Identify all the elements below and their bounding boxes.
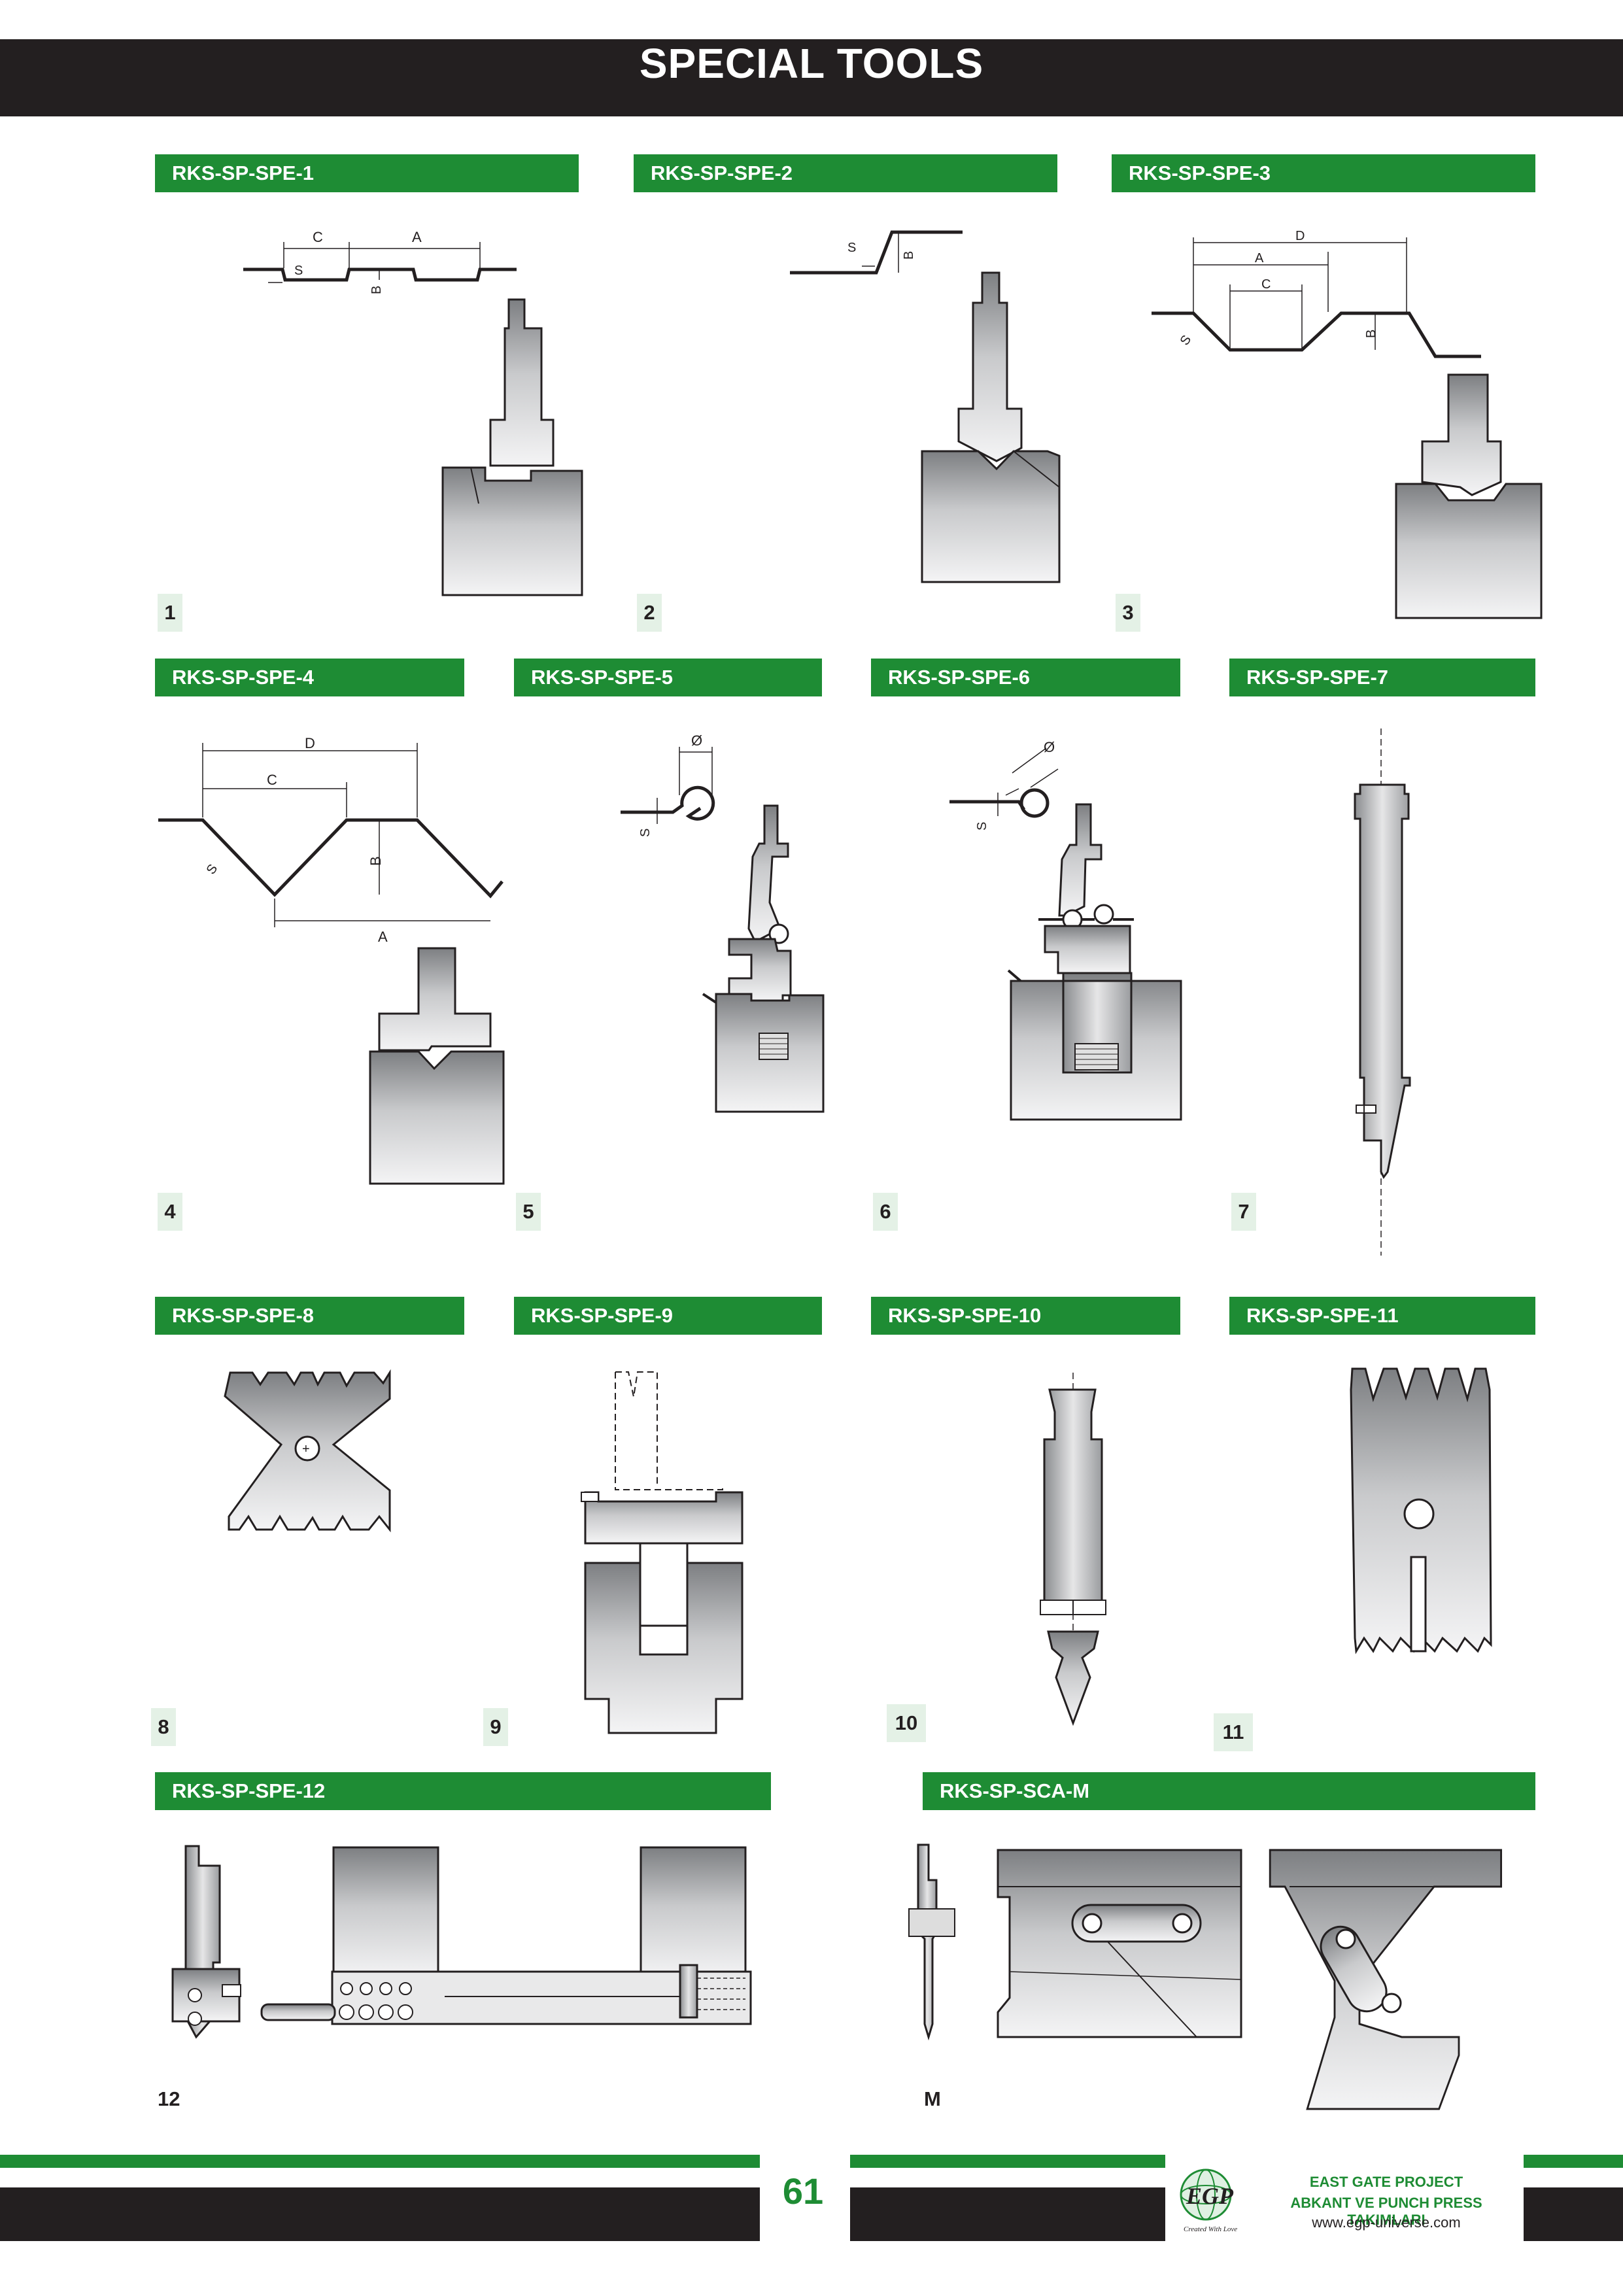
figure-spe-4: D C B A S <box>158 735 505 1185</box>
figure-sca-m <box>908 1843 1503 2110</box>
item-number-7: 7 <box>1231 1193 1256 1231</box>
section-header-spe-1: RKS-SP-SPE-1 <box>155 154 579 192</box>
footer-dark-bar-middle <box>850 2187 1165 2241</box>
footer-green-bar-middle <box>850 2155 1165 2168</box>
figure-spe-9 <box>581 1371 743 1734</box>
svg-text:D: D <box>305 735 315 751</box>
section-header-spe-4: RKS-SP-SPE-4 <box>155 659 464 696</box>
section-header-spe-12: RKS-SP-SPE-12 <box>155 1772 771 1810</box>
svg-text:C: C <box>267 772 277 788</box>
item-number-8: 8 <box>151 1708 176 1746</box>
svg-text:B: B <box>367 856 384 866</box>
svg-text:C: C <box>1261 277 1271 292</box>
svg-text:S: S <box>294 264 303 278</box>
item-number-2: 2 <box>637 594 662 632</box>
item-number-5: 5 <box>516 1193 541 1231</box>
item-number-1: 1 <box>158 594 182 632</box>
section-header-spe-6: RKS-SP-SPE-6 <box>871 659 1180 696</box>
footer-green-bar-right <box>1524 2155 1623 2168</box>
figure-spe-6: Ø S <box>949 739 1182 1121</box>
footer-dark-bar-left <box>0 2187 760 2241</box>
item-number-3: 3 <box>1116 594 1140 632</box>
svg-text:Ø: Ø <box>1044 739 1055 755</box>
figure-spe-10 <box>1040 1373 1106 1726</box>
item-number-11: 11 <box>1214 1713 1253 1751</box>
svg-text:A: A <box>1255 251 1264 266</box>
section-header-sca-m: RKS-SP-SCA-M <box>923 1772 1535 1810</box>
section-header-spe-10: RKS-SP-SPE-10 <box>871 1297 1180 1335</box>
company-name: EAST GATE PROJECT <box>1309 2174 1463 2190</box>
svg-text:S: S <box>847 241 856 255</box>
company-subtitle: ABKANT VE PUNCH PRESS TAKIMLARI <box>1290 2195 1482 2228</box>
item-number-12: 12 <box>158 2087 180 2110</box>
figure-spe-8: + <box>224 1369 391 1533</box>
section-header-spe-11: RKS-SP-SPE-11 <box>1229 1297 1535 1335</box>
svg-text:EGP: EGP <box>1186 2183 1234 2209</box>
svg-text:B: B <box>1364 330 1378 338</box>
svg-text:A: A <box>412 229 422 245</box>
svg-text:A: A <box>378 929 388 945</box>
section-header-spe-5: RKS-SP-SPE-5 <box>514 659 822 696</box>
svg-text:D: D <box>1295 229 1305 243</box>
svg-text:Ø: Ø <box>691 732 702 749</box>
item-number-4: 4 <box>158 1193 182 1231</box>
item-number-m: M <box>924 2087 941 2110</box>
figure-spe-1: C A S B <box>243 229 583 596</box>
section-header-spe-7: RKS-SP-SPE-7 <box>1229 659 1535 696</box>
section-header-spe-9: RKS-SP-SPE-9 <box>514 1297 822 1335</box>
svg-text:S: S <box>638 829 653 837</box>
page-number: 61 <box>782 2170 824 2212</box>
svg-text:B: B <box>902 251 916 260</box>
figure-spe-2: S B <box>790 230 1061 583</box>
section-header-spe-3: RKS-SP-SPE-3 <box>1112 154 1535 192</box>
item-number-6: 6 <box>873 1193 898 1231</box>
company-url[interactable]: www.egp-universe.com <box>1312 2214 1461 2231</box>
item-number-10: 10 <box>887 1704 926 1742</box>
section-header-spe-8: RKS-SP-SPE-8 <box>155 1297 464 1335</box>
svg-text:+: + <box>302 1442 310 1456</box>
svg-text:S: S <box>204 862 221 878</box>
figure-spe-7 <box>1354 728 1411 1256</box>
svg-text:S: S <box>975 822 989 831</box>
footer-dark-bar-right <box>1524 2187 1623 2241</box>
item-number-9: 9 <box>483 1708 508 1746</box>
svg-text:Created With Love: Created With Love <box>1184 2225 1237 2233</box>
section-header-spe-2: RKS-SP-SPE-2 <box>634 154 1057 192</box>
svg-text:B: B <box>369 286 384 294</box>
title-bar: SPECIAL TOOLS <box>0 39 1623 116</box>
egp-logo-icon: EGP Created With Love <box>1180 2168 1237 2233</box>
figure-spe-3: D A C S B <box>1152 229 1543 619</box>
figure-spe-11 <box>1350 1367 1492 1654</box>
svg-text:C: C <box>313 229 323 245</box>
svg-text:S: S <box>1178 333 1195 349</box>
page-title: SPECIAL TOOLS <box>639 40 984 87</box>
figure-spe-12 <box>171 1845 752 2039</box>
figure-spe-5: Ø S <box>621 732 825 1113</box>
footer-green-bar-left <box>0 2155 760 2168</box>
